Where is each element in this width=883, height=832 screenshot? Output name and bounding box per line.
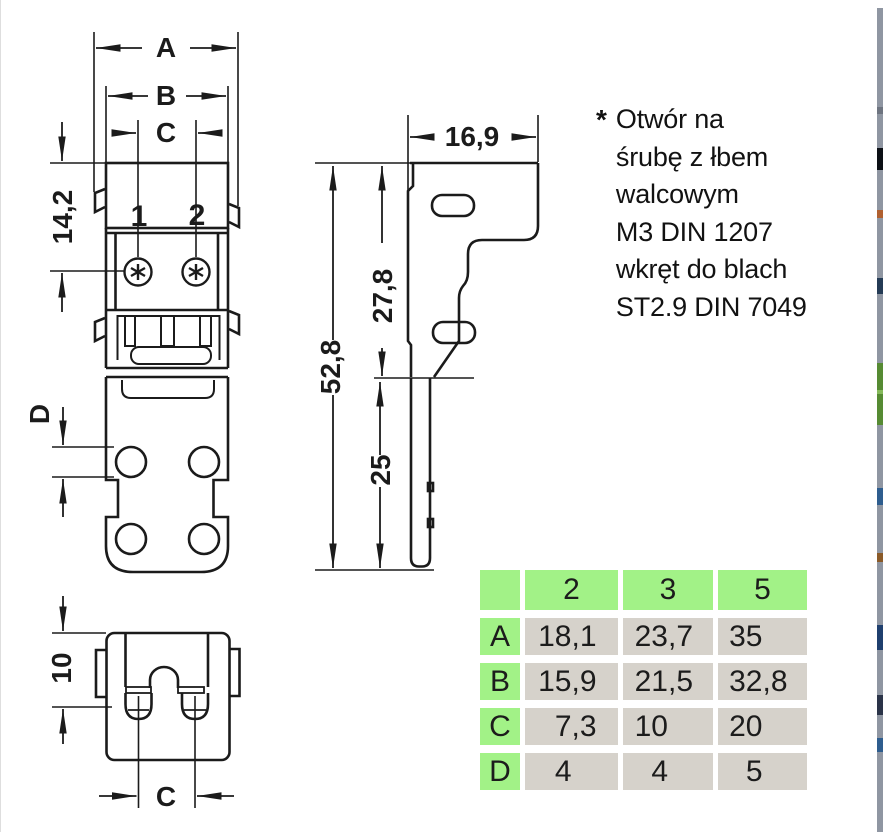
footnote-line: wkręt do blach — [615, 254, 788, 284]
footnote-text: Otwór na śrubę z łbem walcowym M3 DIN 12… — [616, 101, 807, 326]
front-flange-outline — [104, 377, 230, 574]
table-value-cell: 23,7 — [623, 618, 713, 655]
side-extension-lines — [315, 115, 539, 571]
screw-1 — [123, 257, 153, 287]
dim-label-10: 10 — [46, 652, 77, 683]
footnote-line: Otwór na — [615, 104, 724, 134]
dimension-labels: A B C 1 2 14,2 D 10 C 16,9 52,8 27,8 25 — [24, 32, 499, 812]
dim-label-27-8: 27,8 — [367, 269, 398, 324]
front-view — [50, 32, 241, 574]
side-profile-outline — [406, 161, 540, 568]
bottom-extension-lines — [52, 632, 196, 808]
footnote-line: walcowym — [615, 179, 739, 209]
table-row-label-d: D — [480, 753, 520, 790]
footnote-line: M3 DIN 1207 — [615, 216, 773, 247]
footnote-line: ST2.9 DIN 7049 — [615, 291, 807, 322]
page-edge-artifact — [877, 8, 883, 832]
table-row-label-c: C — [480, 708, 520, 745]
pole-label-1: 1 — [131, 200, 148, 233]
table-value-cell: 32,8 — [718, 663, 807, 700]
table-row-label-b: B — [480, 663, 520, 700]
dim-label-14-2: 14,2 — [47, 190, 78, 245]
dim-label-d: D — [24, 404, 55, 424]
dim-label-16-9: 16,9 — [445, 121, 500, 152]
table-value-cell: 10 — [623, 708, 713, 745]
footnote: * Otwór na śrubę z łbem walcowym M3 DIN … — [596, 101, 846, 326]
screw-asterisk — [130, 264, 146, 280]
dim-label-c-bottom: C — [156, 781, 176, 812]
page-left-border — [0, 0, 1, 832]
front-extension-lines — [50, 32, 239, 478]
dim-label-b: B — [156, 80, 176, 111]
footnote-asterisk: * — [596, 104, 607, 135]
table-header-cell-3: 3 — [623, 570, 713, 610]
table-corner-cell — [480, 570, 520, 610]
screw-asterisk — [188, 264, 204, 280]
pole-label-2: 2 — [189, 199, 206, 232]
table-value-cell: 18,1 — [525, 618, 618, 655]
table-value-cell: 20 — [718, 708, 807, 745]
bottom-dimension-arrows — [59, 596, 234, 800]
table-value-cell: 4 — [525, 753, 618, 790]
dim-label-25: 25 — [365, 454, 396, 485]
bottom-body-outline — [94, 631, 241, 762]
bottom-inner-detail — [125, 686, 206, 711]
table-value-cell: 7,3 — [525, 708, 618, 745]
dim-label-a: A — [156, 32, 176, 63]
table-header-cell-2: 2 — [525, 570, 618, 610]
table-value-cell: 4 — [623, 753, 713, 790]
table-value-cell: 15,9 — [525, 663, 618, 700]
side-view — [315, 115, 540, 571]
dim-label-c: C — [156, 117, 176, 148]
bottom-view — [52, 596, 241, 808]
table-header-cell-5: 5 — [718, 570, 807, 610]
table-value-cell: 35 — [718, 618, 807, 655]
dimension-table: 2 3 5 A 18,1 23,7 35 B 15,9 21,5 32,8 C … — [480, 570, 807, 790]
front-dimension-arrows — [58, 44, 236, 517]
table-value-cell: 21,5 — [623, 663, 713, 700]
side-dimension-arrows — [329, 133, 536, 568]
dim-label-52-8: 52,8 — [315, 340, 346, 395]
front-body-outline — [93, 161, 241, 379]
footnote-line: śrubę z łbem — [615, 141, 769, 172]
table-row-label-a: A — [480, 618, 520, 655]
table-value-cell: 5 — [718, 753, 807, 790]
front-rail-detail — [116, 315, 221, 399]
screw-2 — [181, 257, 211, 287]
